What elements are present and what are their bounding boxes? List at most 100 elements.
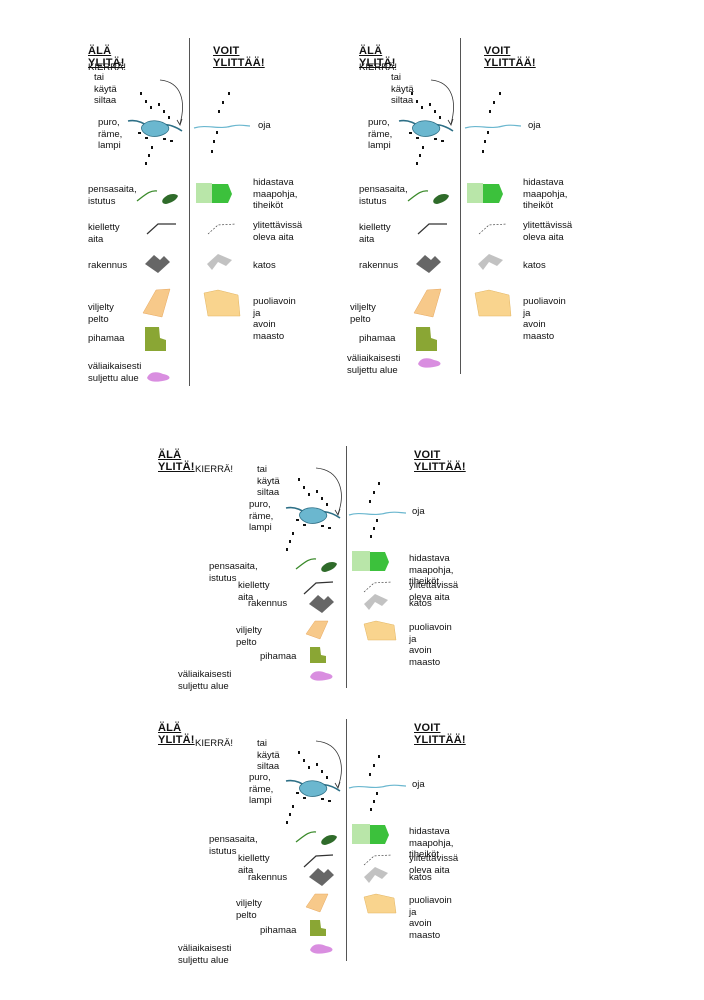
hedge-line-icon (295, 831, 317, 843)
label-yard: pihamaa (260, 651, 297, 662)
hedge-line-icon (136, 190, 158, 202)
water-body-icon (127, 119, 183, 137)
slow-ground-icon (467, 183, 503, 203)
label-hedge: pensasaita, istutus (209, 561, 258, 584)
hedge-blob-icon (162, 194, 178, 204)
heading-may-cross: VOIT YLITTÄÄ! (414, 449, 466, 473)
bridge-arrow (159, 79, 183, 126)
label-crossable-fence: ylitettävissä oleva aita (409, 853, 459, 876)
field-icon (142, 288, 171, 318)
yard-icon (416, 327, 437, 351)
crossable-fence-icon (363, 581, 392, 593)
open-terrain-icon (203, 289, 241, 317)
label-field: viljelty pelto (236, 898, 262, 921)
label-ditch: oja (528, 120, 541, 131)
shelter-icon (364, 867, 388, 883)
heading-may-cross: VOIT YLITTÄÄ! (213, 45, 265, 69)
label-water: puro, räme, lampi (98, 117, 123, 151)
label-bridge: tai käytä siltaa (94, 72, 117, 106)
crossable-fence-icon (478, 223, 508, 235)
label-hedge: pensasaita, istutus (209, 834, 258, 857)
label-slow-ground: hidastava maapohja, tiheiköt (409, 826, 454, 860)
hedge-blob-icon (321, 562, 337, 572)
slow-ground-icon (352, 551, 389, 571)
label-bridge: tai käytä siltaa (257, 464, 280, 498)
label-building: rakennus (248, 598, 288, 609)
label-detour: KIERRÄ! (88, 62, 127, 73)
label-building: rakennus (359, 260, 399, 271)
open-terrain-icon (474, 289, 512, 317)
label-forbidden-fence: kielletty aita (359, 222, 391, 245)
bridge-arrow (315, 740, 342, 789)
label-yard: pihamaa (88, 333, 125, 344)
heading-do-not-cross: ÄLÄ YLITÄ! (158, 449, 195, 473)
open-terrain-icon (363, 620, 397, 641)
label-ditch: oja (258, 120, 271, 131)
closed-area-icon (310, 671, 333, 681)
field-icon (305, 620, 329, 640)
water-body-icon (285, 779, 341, 797)
footprints-icon (138, 92, 230, 165)
forbidden-fence-icon (303, 854, 334, 868)
label-field: viljelty pelto (350, 302, 376, 325)
forbidden-fence-icon (303, 581, 334, 595)
label-detour: KIERRÄ! (195, 464, 234, 475)
building-icon (416, 255, 441, 273)
heading-may-cross: VOIT YLITTÄÄ! (414, 722, 466, 746)
heading-do-not-cross: ÄLÄ YLITÄ! (359, 45, 396, 69)
label-hedge: pensasaita, istutus (88, 184, 137, 207)
building-icon (309, 868, 334, 886)
label-shelter: katos (523, 260, 546, 271)
closed-area-icon (418, 358, 441, 368)
label-open-terrain: puoliavoin ja avoin maasto (253, 296, 296, 342)
column-divider (346, 446, 347, 688)
legend-2-symbols (398, 79, 522, 368)
bridge-arrow (315, 467, 342, 516)
label-closed-area: väliaikaisesti suljettu alue (178, 943, 232, 966)
heading-do-not-cross: ÄLÄ YLITÄ! (158, 722, 195, 746)
label-yard: pihamaa (359, 333, 396, 344)
column-divider (346, 719, 347, 961)
forbidden-fence-icon (146, 223, 176, 235)
open-terrain-icon (363, 893, 397, 914)
shelter-icon (207, 254, 232, 270)
ditch-icon (348, 784, 407, 789)
label-open-terrain: puoliavoin ja avoin maasto (523, 296, 566, 342)
label-closed-area: väliaikaisesti suljettu alue (347, 353, 401, 376)
closed-area-icon (310, 944, 333, 954)
crossable-fence-icon (207, 223, 237, 235)
legend-4-symbols (285, 740, 407, 954)
slow-ground-icon (196, 183, 232, 203)
yard-icon (310, 920, 326, 936)
footprints-icon (409, 92, 501, 165)
label-ditch: oja (412, 506, 425, 517)
label-field: viljelty pelto (236, 625, 262, 648)
label-forbidden-fence: kielletty aita (238, 580, 270, 603)
label-open-terrain: puoliavoin ja avoin maasto (409, 622, 452, 668)
label-water: puro, räme, lampi (249, 499, 274, 533)
label-building: rakennus (248, 872, 288, 883)
water-body-icon (285, 506, 341, 524)
legend-1-symbols (127, 79, 251, 382)
closed-area-icon (147, 372, 170, 382)
label-bridge: tai käytä siltaa (391, 72, 414, 106)
label-detour: KIERRÄ! (195, 738, 234, 749)
hedge-blob-icon (321, 835, 337, 845)
label-yard: pihamaa (260, 925, 297, 936)
bridge-arrow (430, 79, 454, 126)
column-divider (189, 38, 190, 386)
hedge-blob-icon (433, 194, 449, 204)
label-crossable-fence: ylitettävissä oleva aita (253, 220, 303, 243)
ditch-icon (464, 124, 522, 129)
label-crossable-fence: ylitettävissä oleva aita (523, 220, 573, 243)
ditch-icon (348, 511, 407, 516)
building-icon (145, 255, 170, 273)
label-ditch: oja (412, 779, 425, 790)
label-water: puro, räme, lampi (249, 772, 274, 806)
label-slow-ground: hidastava maapohja, tiheiköt (253, 177, 298, 211)
label-closed-area: väliaikaisesti suljettu alue (178, 669, 232, 692)
label-building: rakennus (88, 260, 128, 271)
label-shelter: katos (253, 260, 276, 271)
label-water: puro, räme, lampi (368, 117, 393, 151)
label-slow-ground: hidastava maapohja, tiheiköt (409, 553, 454, 587)
